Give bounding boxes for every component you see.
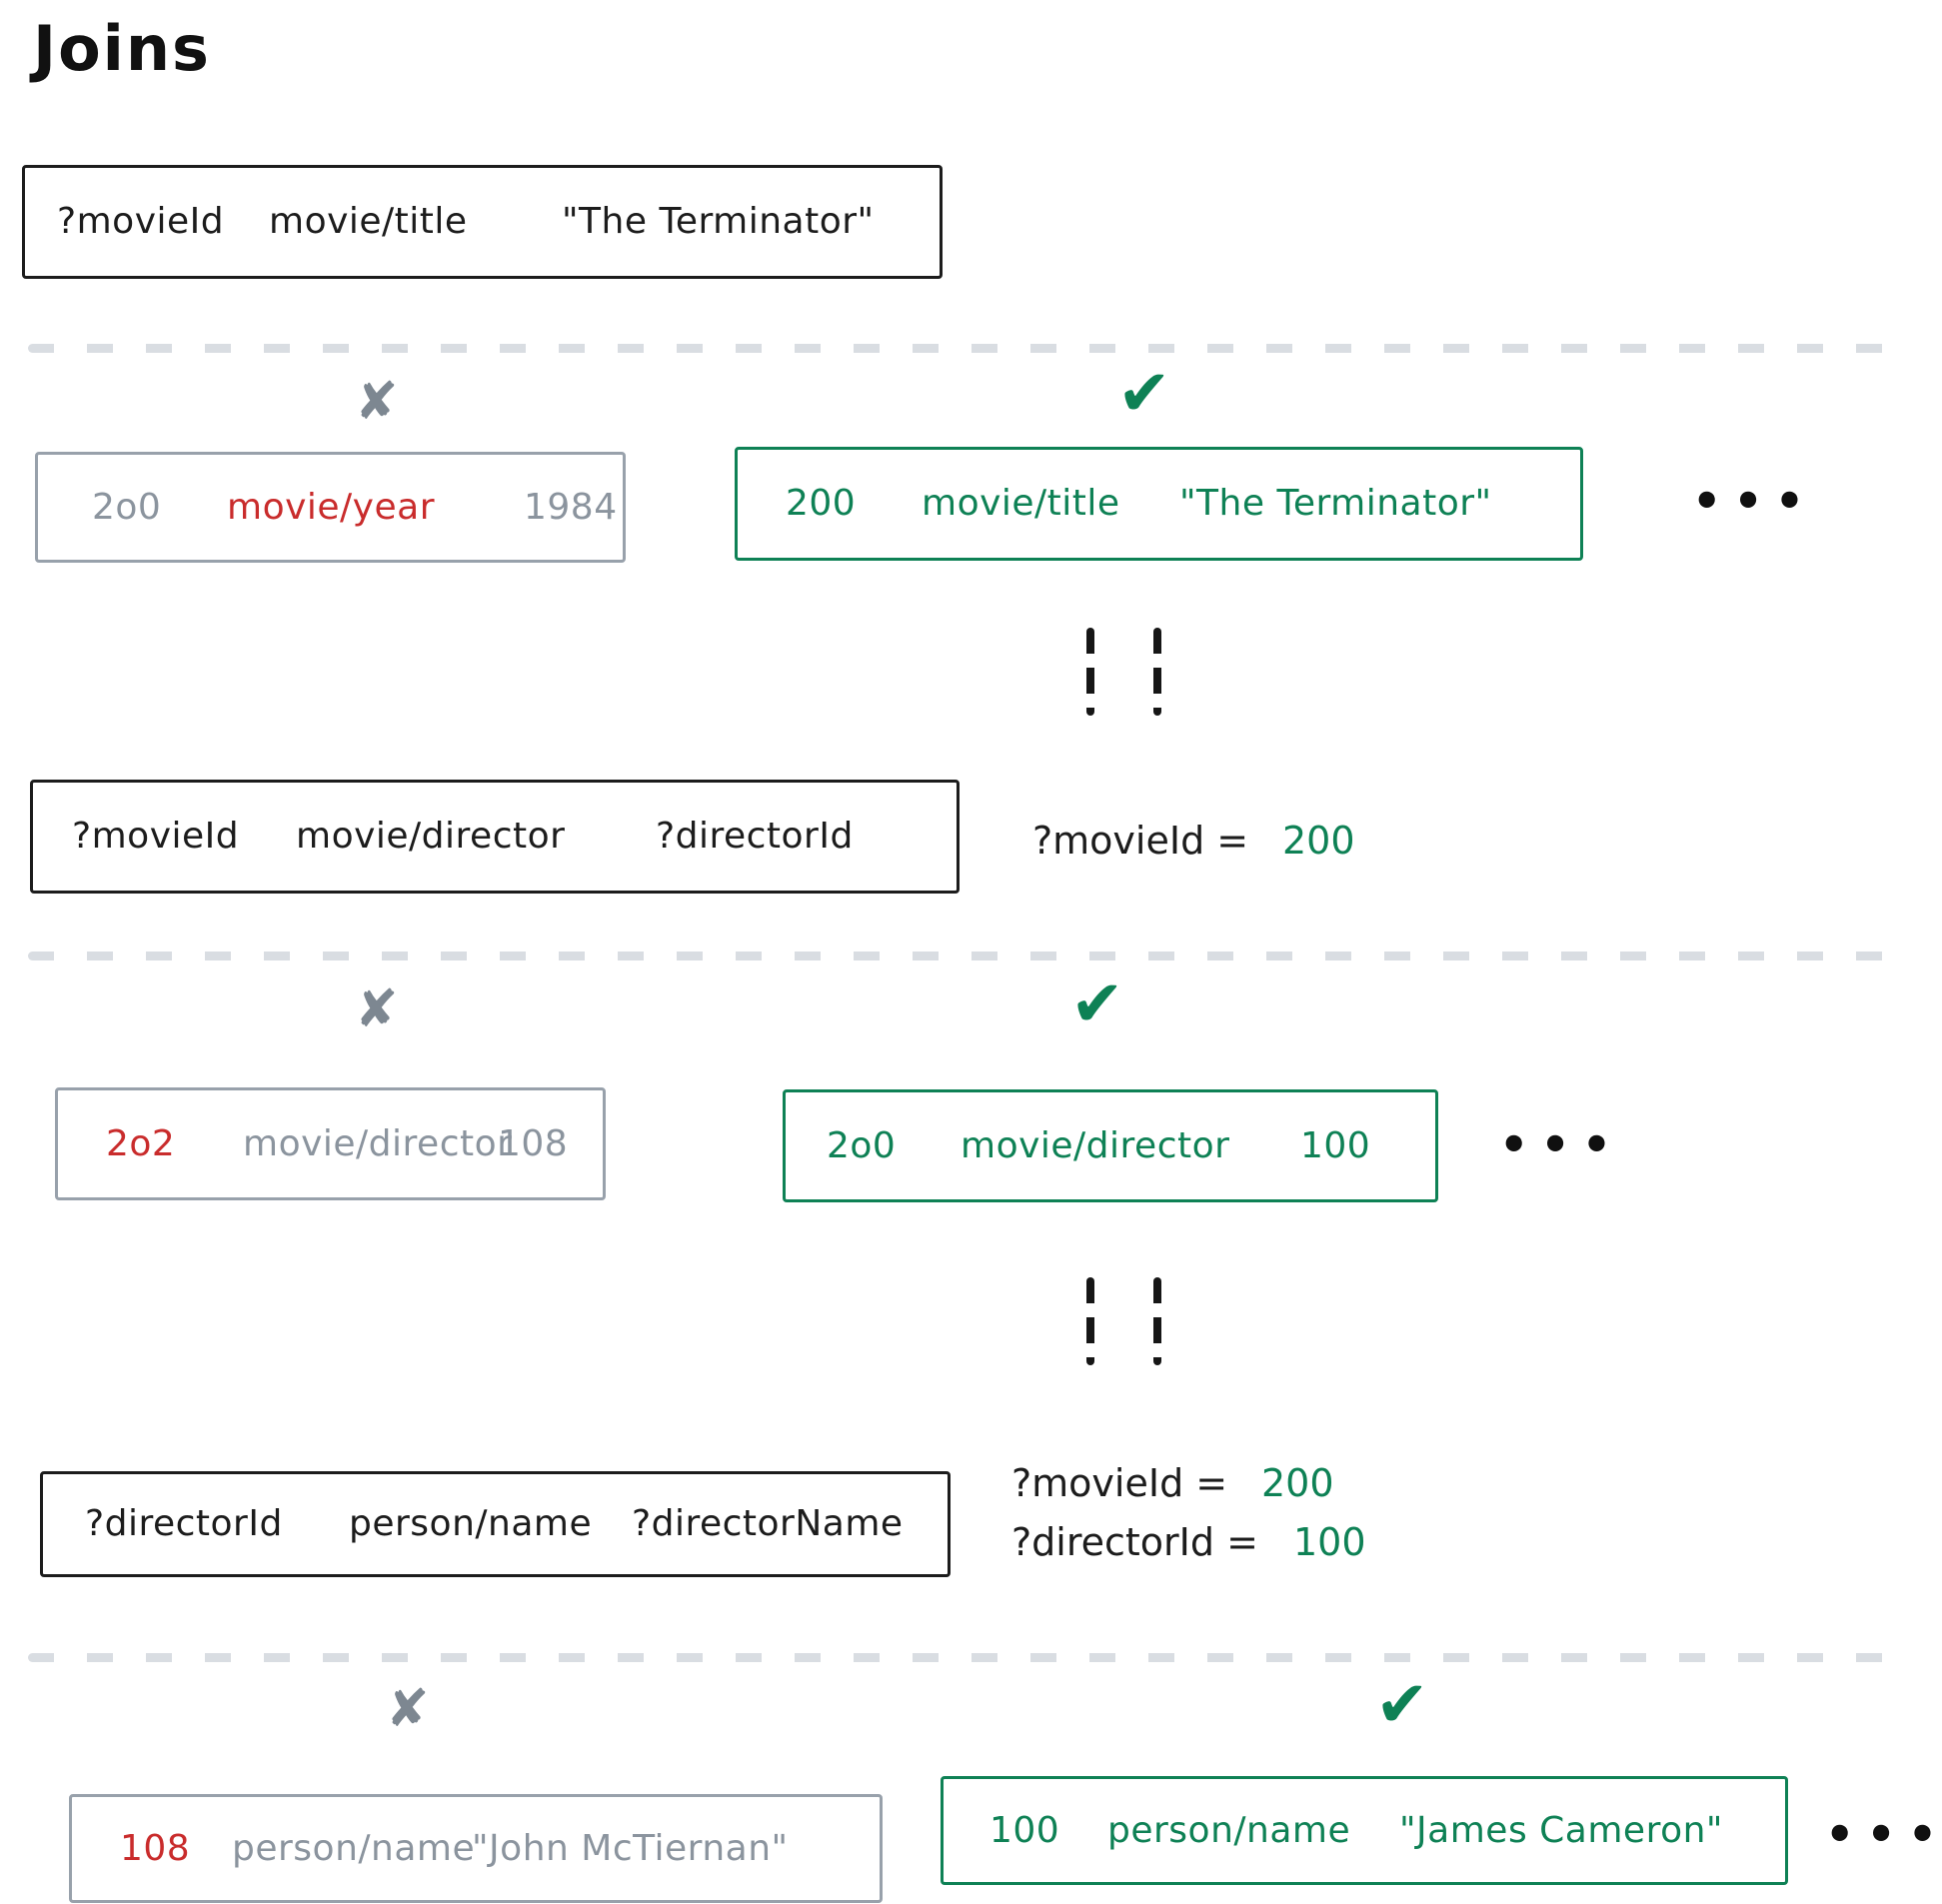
- more-matches-ellipsis: •••: [1825, 1807, 1942, 1861]
- continuation-dashes-icon: [1086, 1277, 1094, 1365]
- more-matches-ellipsis: •••: [1692, 474, 1817, 528]
- triple-predicate: movie/title: [922, 483, 1120, 524]
- rejected-triple-box-2: 2o2 movie/director 108: [55, 1087, 606, 1200]
- triple-predicate: person/name: [1107, 1809, 1351, 1851]
- binding-value: 100: [1293, 1520, 1366, 1564]
- more-matches-ellipsis: •••: [1499, 1117, 1624, 1171]
- triple-object: "John McTiernan": [472, 1827, 789, 1869]
- triple-subject: 2o0: [92, 486, 162, 528]
- triple-object: 100: [1300, 1124, 1371, 1166]
- triple-subject: 2o2: [106, 1122, 176, 1164]
- triple-object: "The Terminator": [1179, 483, 1492, 524]
- x-mark-icon: ✘: [355, 979, 399, 1039]
- accepted-triple-box-3: 100 person/name "James Cameron": [941, 1776, 1788, 1885]
- pattern-predicate: person/name: [349, 1503, 593, 1544]
- triple-object: 108: [498, 1122, 569, 1164]
- binding-value: 200: [1282, 819, 1355, 863]
- binding-label: ?movieId =: [1032, 819, 1249, 863]
- triple-predicate: movie/year: [227, 486, 435, 528]
- check-mark-icon: ✔: [1070, 967, 1124, 1041]
- triple-predicate: movie/director: [243, 1122, 513, 1164]
- x-mark-icon: ✘: [355, 372, 399, 432]
- triple-subject: 100: [989, 1809, 1060, 1851]
- triple-subject: 200: [786, 483, 857, 524]
- dashed-separator: [28, 344, 1913, 353]
- triple-subject: 108: [120, 1827, 191, 1869]
- pattern-object: ?directorId: [656, 816, 854, 857]
- continuation-dashes-icon: [1153, 1277, 1161, 1365]
- rejected-triple-box-1: 2o0 movie/year 1984: [35, 452, 626, 563]
- triple-pattern-box-3: ?directorId person/name ?directorName: [40, 1471, 951, 1577]
- accepted-triple-box-1: 200 movie/title "The Terminator": [735, 447, 1583, 561]
- dashed-separator: [28, 1653, 1913, 1662]
- pattern-object: ?directorName: [632, 1503, 904, 1544]
- triple-predicate: person/name: [232, 1827, 476, 1869]
- accepted-triple-box-2: 2o0 movie/director 100: [783, 1089, 1438, 1202]
- binding-value: 200: [1261, 1461, 1334, 1505]
- binding-label: ?movieId =: [1011, 1461, 1228, 1505]
- pattern-subject: ?movieId: [72, 816, 240, 857]
- continuation-dashes-icon: [1086, 628, 1094, 716]
- dashed-separator: [28, 952, 1913, 960]
- continuation-dashes-icon: [1153, 628, 1161, 716]
- page-title: Joins: [33, 12, 211, 85]
- triple-object: 1984: [524, 486, 618, 528]
- pattern-predicate: movie/director: [296, 816, 566, 857]
- triple-pattern-box-2: ?movieId movie/director ?directorId: [30, 780, 960, 894]
- pattern-subject: ?directorId: [85, 1503, 283, 1544]
- x-mark-icon: ✘: [386, 1679, 430, 1739]
- check-mark-icon: ✔: [1375, 1668, 1429, 1742]
- triple-object: "James Cameron": [1399, 1809, 1723, 1851]
- pattern-predicate: movie/title: [269, 201, 468, 242]
- pattern-subject: ?movieId: [57, 201, 225, 242]
- binding-label: ?directorId =: [1011, 1520, 1258, 1564]
- triple-predicate: movie/director: [961, 1124, 1230, 1166]
- triple-subject: 2o0: [827, 1124, 897, 1166]
- check-mark-icon: ✔: [1117, 357, 1171, 431]
- triple-pattern-box-1: ?movieId movie/title "The Terminator": [22, 165, 943, 279]
- rejected-triple-box-3: 108 person/name "John McTiernan": [69, 1794, 883, 1903]
- pattern-object: "The Terminator": [562, 201, 875, 242]
